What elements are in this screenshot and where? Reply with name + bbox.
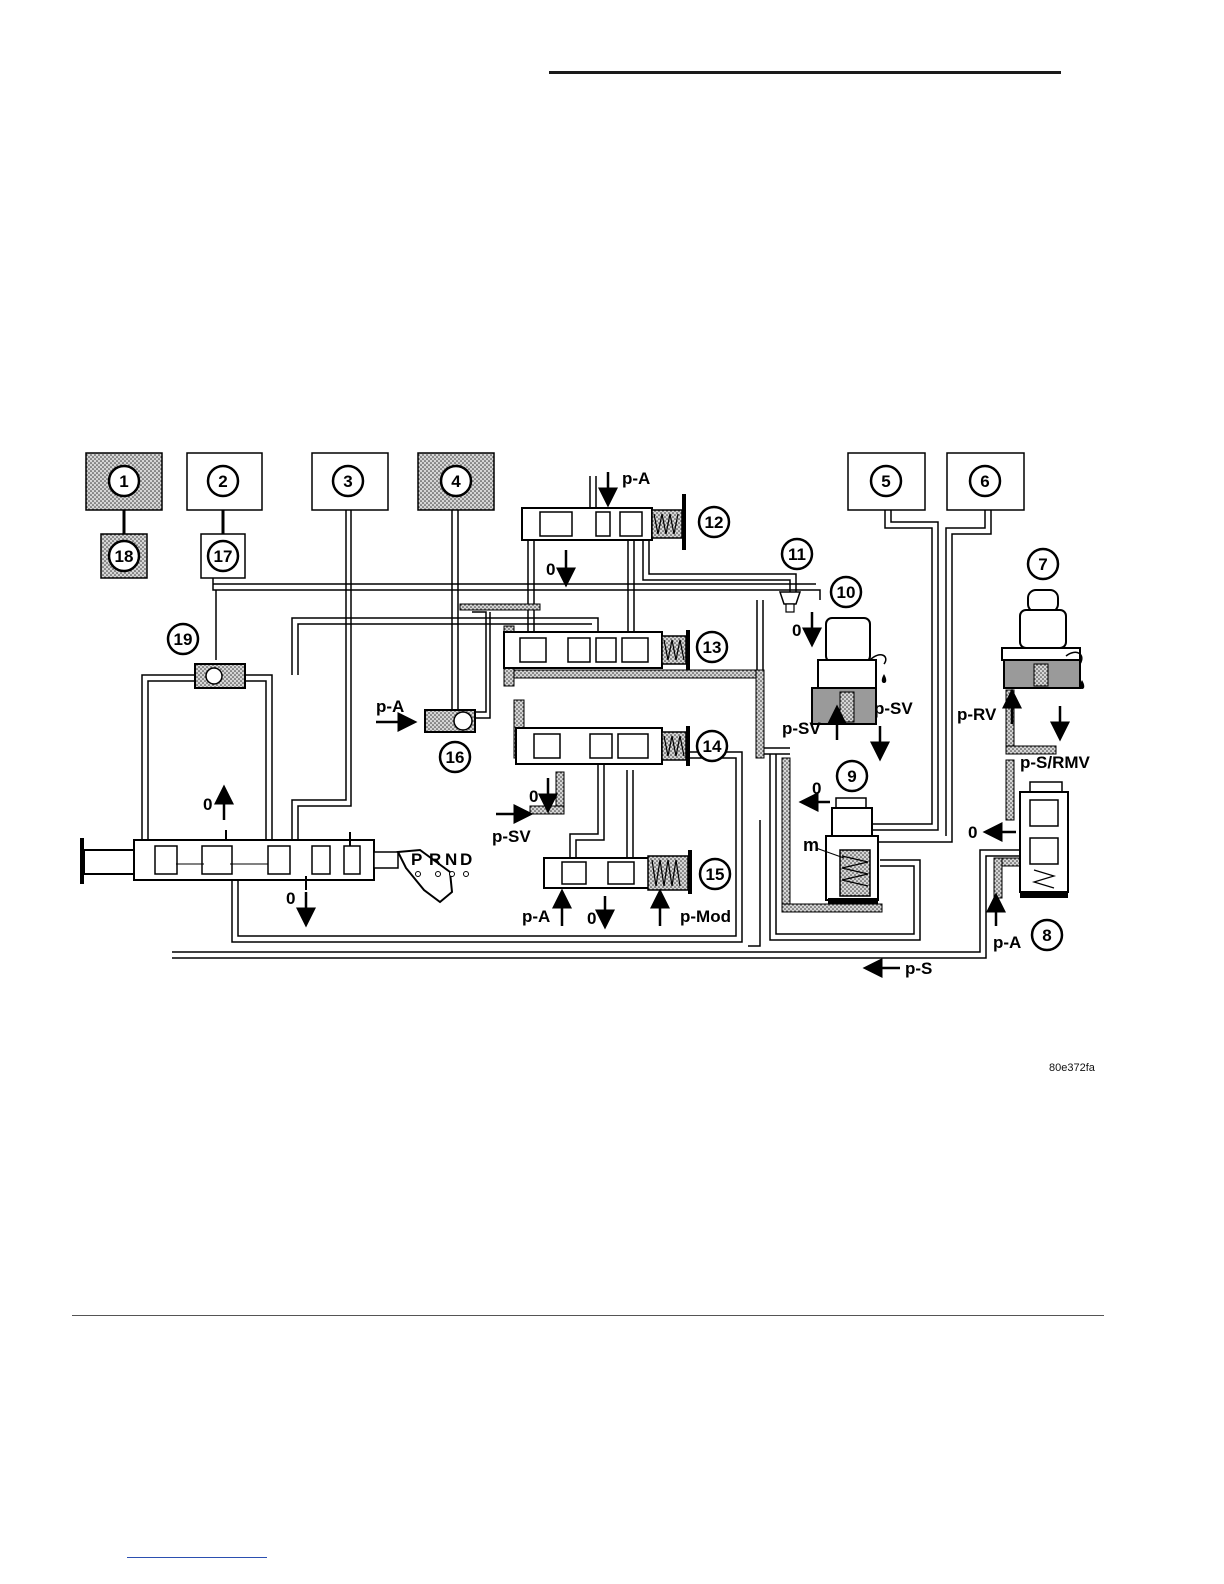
label-3: 3 bbox=[343, 472, 352, 491]
manual-valve bbox=[80, 830, 452, 902]
label-14: 14 bbox=[703, 737, 722, 756]
shuttle-valve-19: 19 bbox=[168, 624, 245, 688]
label-2: 2 bbox=[218, 472, 227, 491]
label-zero-up: 0 bbox=[203, 795, 212, 814]
label-pa-15: p-A bbox=[522, 907, 550, 926]
component-box-3: 3 bbox=[312, 453, 388, 510]
label-pa-16: p-A bbox=[376, 697, 404, 716]
label-9: 9 bbox=[847, 767, 856, 786]
label-1: 1 bbox=[119, 472, 128, 491]
component-box-17: 17 bbox=[201, 534, 245, 578]
valve-13: 13 bbox=[504, 630, 727, 670]
label-psv-left: p-SV bbox=[782, 719, 821, 738]
label-18: 18 bbox=[115, 547, 134, 566]
label-zero-9: 0 bbox=[812, 779, 821, 798]
component-box-6: 6 bbox=[947, 453, 1024, 510]
label-pa-8: p-A bbox=[993, 933, 1021, 952]
component-box-5: 5 bbox=[848, 453, 925, 510]
label-zero-15: 0 bbox=[587, 909, 596, 928]
label-zero-11: 0 bbox=[792, 621, 801, 640]
label-zero-down: 0 bbox=[286, 889, 295, 908]
label-zero-8: 0 bbox=[968, 823, 977, 842]
component-box-4: 4 bbox=[418, 453, 494, 510]
label-10: 10 bbox=[837, 583, 856, 602]
selector-n: N bbox=[445, 850, 457, 869]
valve-7: 7 bbox=[1002, 549, 1084, 689]
label-13: 13 bbox=[703, 638, 722, 657]
label-m: m bbox=[803, 835, 819, 855]
label-prv: p-RV bbox=[957, 705, 997, 724]
label-15: 15 bbox=[706, 865, 725, 884]
label-17: 17 bbox=[214, 547, 233, 566]
figure-code: 80e372fa bbox=[1049, 1062, 1095, 1074]
label-5: 5 bbox=[881, 472, 890, 491]
label-psrmv: p-S/RMV bbox=[1020, 753, 1091, 772]
label-psv-right: p-SV bbox=[874, 699, 913, 718]
label-pmod: p-Mod bbox=[680, 907, 731, 926]
label-zero-14: 0 bbox=[529, 787, 538, 806]
valve-8: 8 bbox=[1020, 782, 1068, 950]
footer-link-rule bbox=[127, 1557, 267, 1558]
footer-rule bbox=[72, 1315, 1104, 1316]
label-19: 19 bbox=[174, 630, 193, 649]
component-box-2: 2 bbox=[187, 453, 262, 510]
label-11: 11 bbox=[788, 545, 806, 564]
component-box-1: 1 bbox=[86, 453, 162, 510]
selector-d: D bbox=[460, 850, 472, 869]
label-zero-12: 0 bbox=[546, 560, 555, 579]
label-6: 6 bbox=[980, 472, 989, 491]
component-box-18: 18 bbox=[101, 534, 147, 578]
selector-p: P bbox=[411, 850, 422, 869]
label-7: 7 bbox=[1038, 555, 1047, 574]
valve-16: 16 bbox=[425, 710, 475, 772]
valve-14: 14 bbox=[516, 726, 727, 766]
label-8: 8 bbox=[1042, 926, 1051, 945]
selector-r: R bbox=[429, 850, 441, 869]
label-12: 12 bbox=[705, 513, 724, 532]
label-psv-14: p-SV bbox=[492, 827, 531, 846]
pressure-labels: p-A 0 0 p-A p-SV p-SV 0 0 p-SV p-A 0 p-M… bbox=[203, 469, 1091, 978]
valve-15: 15 bbox=[544, 850, 730, 894]
label-4: 4 bbox=[451, 472, 461, 491]
label-16: 16 bbox=[446, 748, 465, 767]
label-pa-top: p-A bbox=[622, 469, 650, 488]
label-ps: p-S bbox=[905, 959, 932, 978]
